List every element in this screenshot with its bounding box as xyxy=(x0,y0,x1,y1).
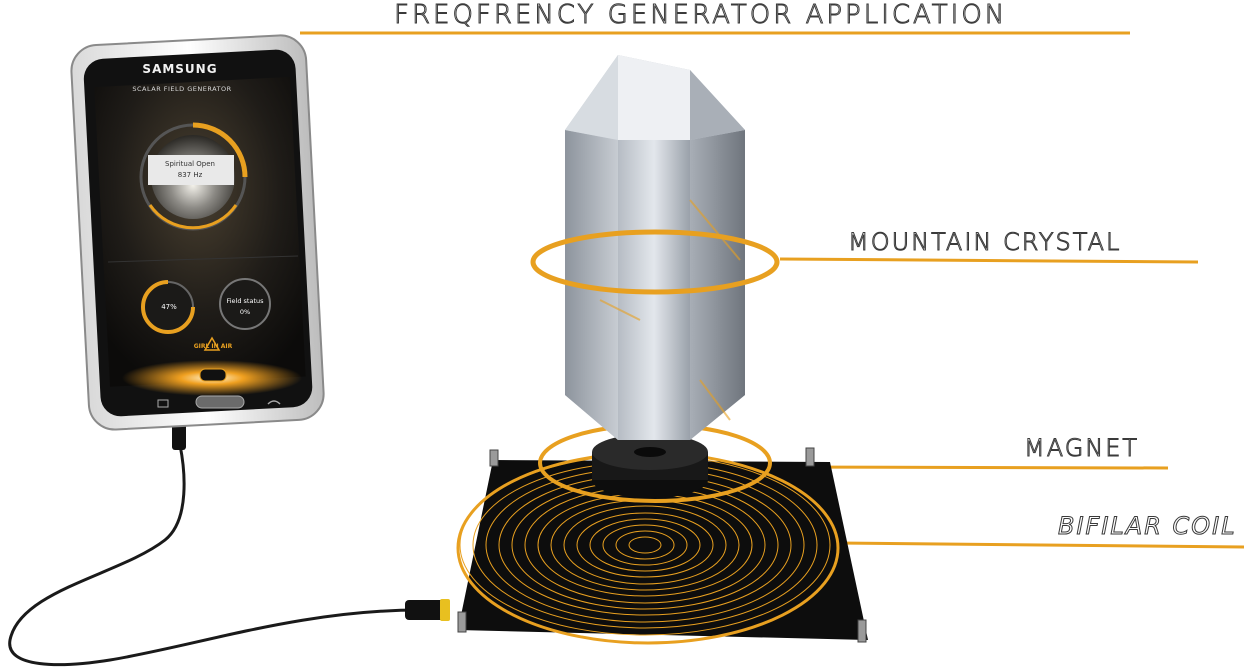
app-logo-text: GIRL IN AIR xyxy=(193,343,233,350)
board-posts xyxy=(457,447,867,643)
mountain-crystal xyxy=(565,55,745,440)
diagram-title: FREQFRENCY GENERATOR APPLICATION xyxy=(393,0,1008,30)
app-title: SCALAR FIELD GENERATOR xyxy=(132,85,232,93)
field-status-label: Field status xyxy=(226,297,264,305)
home-button[interactable] xyxy=(195,395,245,409)
board-jack xyxy=(405,600,450,620)
coil-leader-line xyxy=(837,541,1245,549)
volume-value: 47% xyxy=(161,303,177,311)
triangle-logo-icon xyxy=(203,336,221,351)
screen-divider xyxy=(107,255,299,263)
board-jack-ring xyxy=(440,599,450,621)
smartphone xyxy=(70,34,325,431)
crystal-leader-line xyxy=(779,257,1199,264)
magnet xyxy=(592,434,708,498)
recent-apps-icon[interactable] xyxy=(157,399,169,408)
field-status-value: 0% xyxy=(239,308,251,316)
stop-square-icon[interactable] xyxy=(199,368,227,382)
preset-frequency: 837 Hz xyxy=(177,171,203,179)
back-icon[interactable] xyxy=(267,400,281,405)
bifilar-coil-label: BIFILAR COIL xyxy=(1058,512,1237,540)
preset-name: Spiritual Open xyxy=(165,160,215,168)
magnet-label: MAGNET xyxy=(1023,434,1140,462)
field-status-gauge xyxy=(219,278,271,330)
volume-gauge[interactable] xyxy=(141,280,195,334)
magnet-leader-line xyxy=(774,465,1169,470)
mountain-crystal-label: MOUNTAIN CRYSTAL xyxy=(847,228,1122,256)
frequency-gauge xyxy=(139,122,248,231)
phone-jack xyxy=(172,420,186,450)
phone-brand-logo: SAMSUNG xyxy=(142,62,218,76)
audio-cable xyxy=(8,444,421,667)
crystal-highlight-ring xyxy=(530,229,780,295)
